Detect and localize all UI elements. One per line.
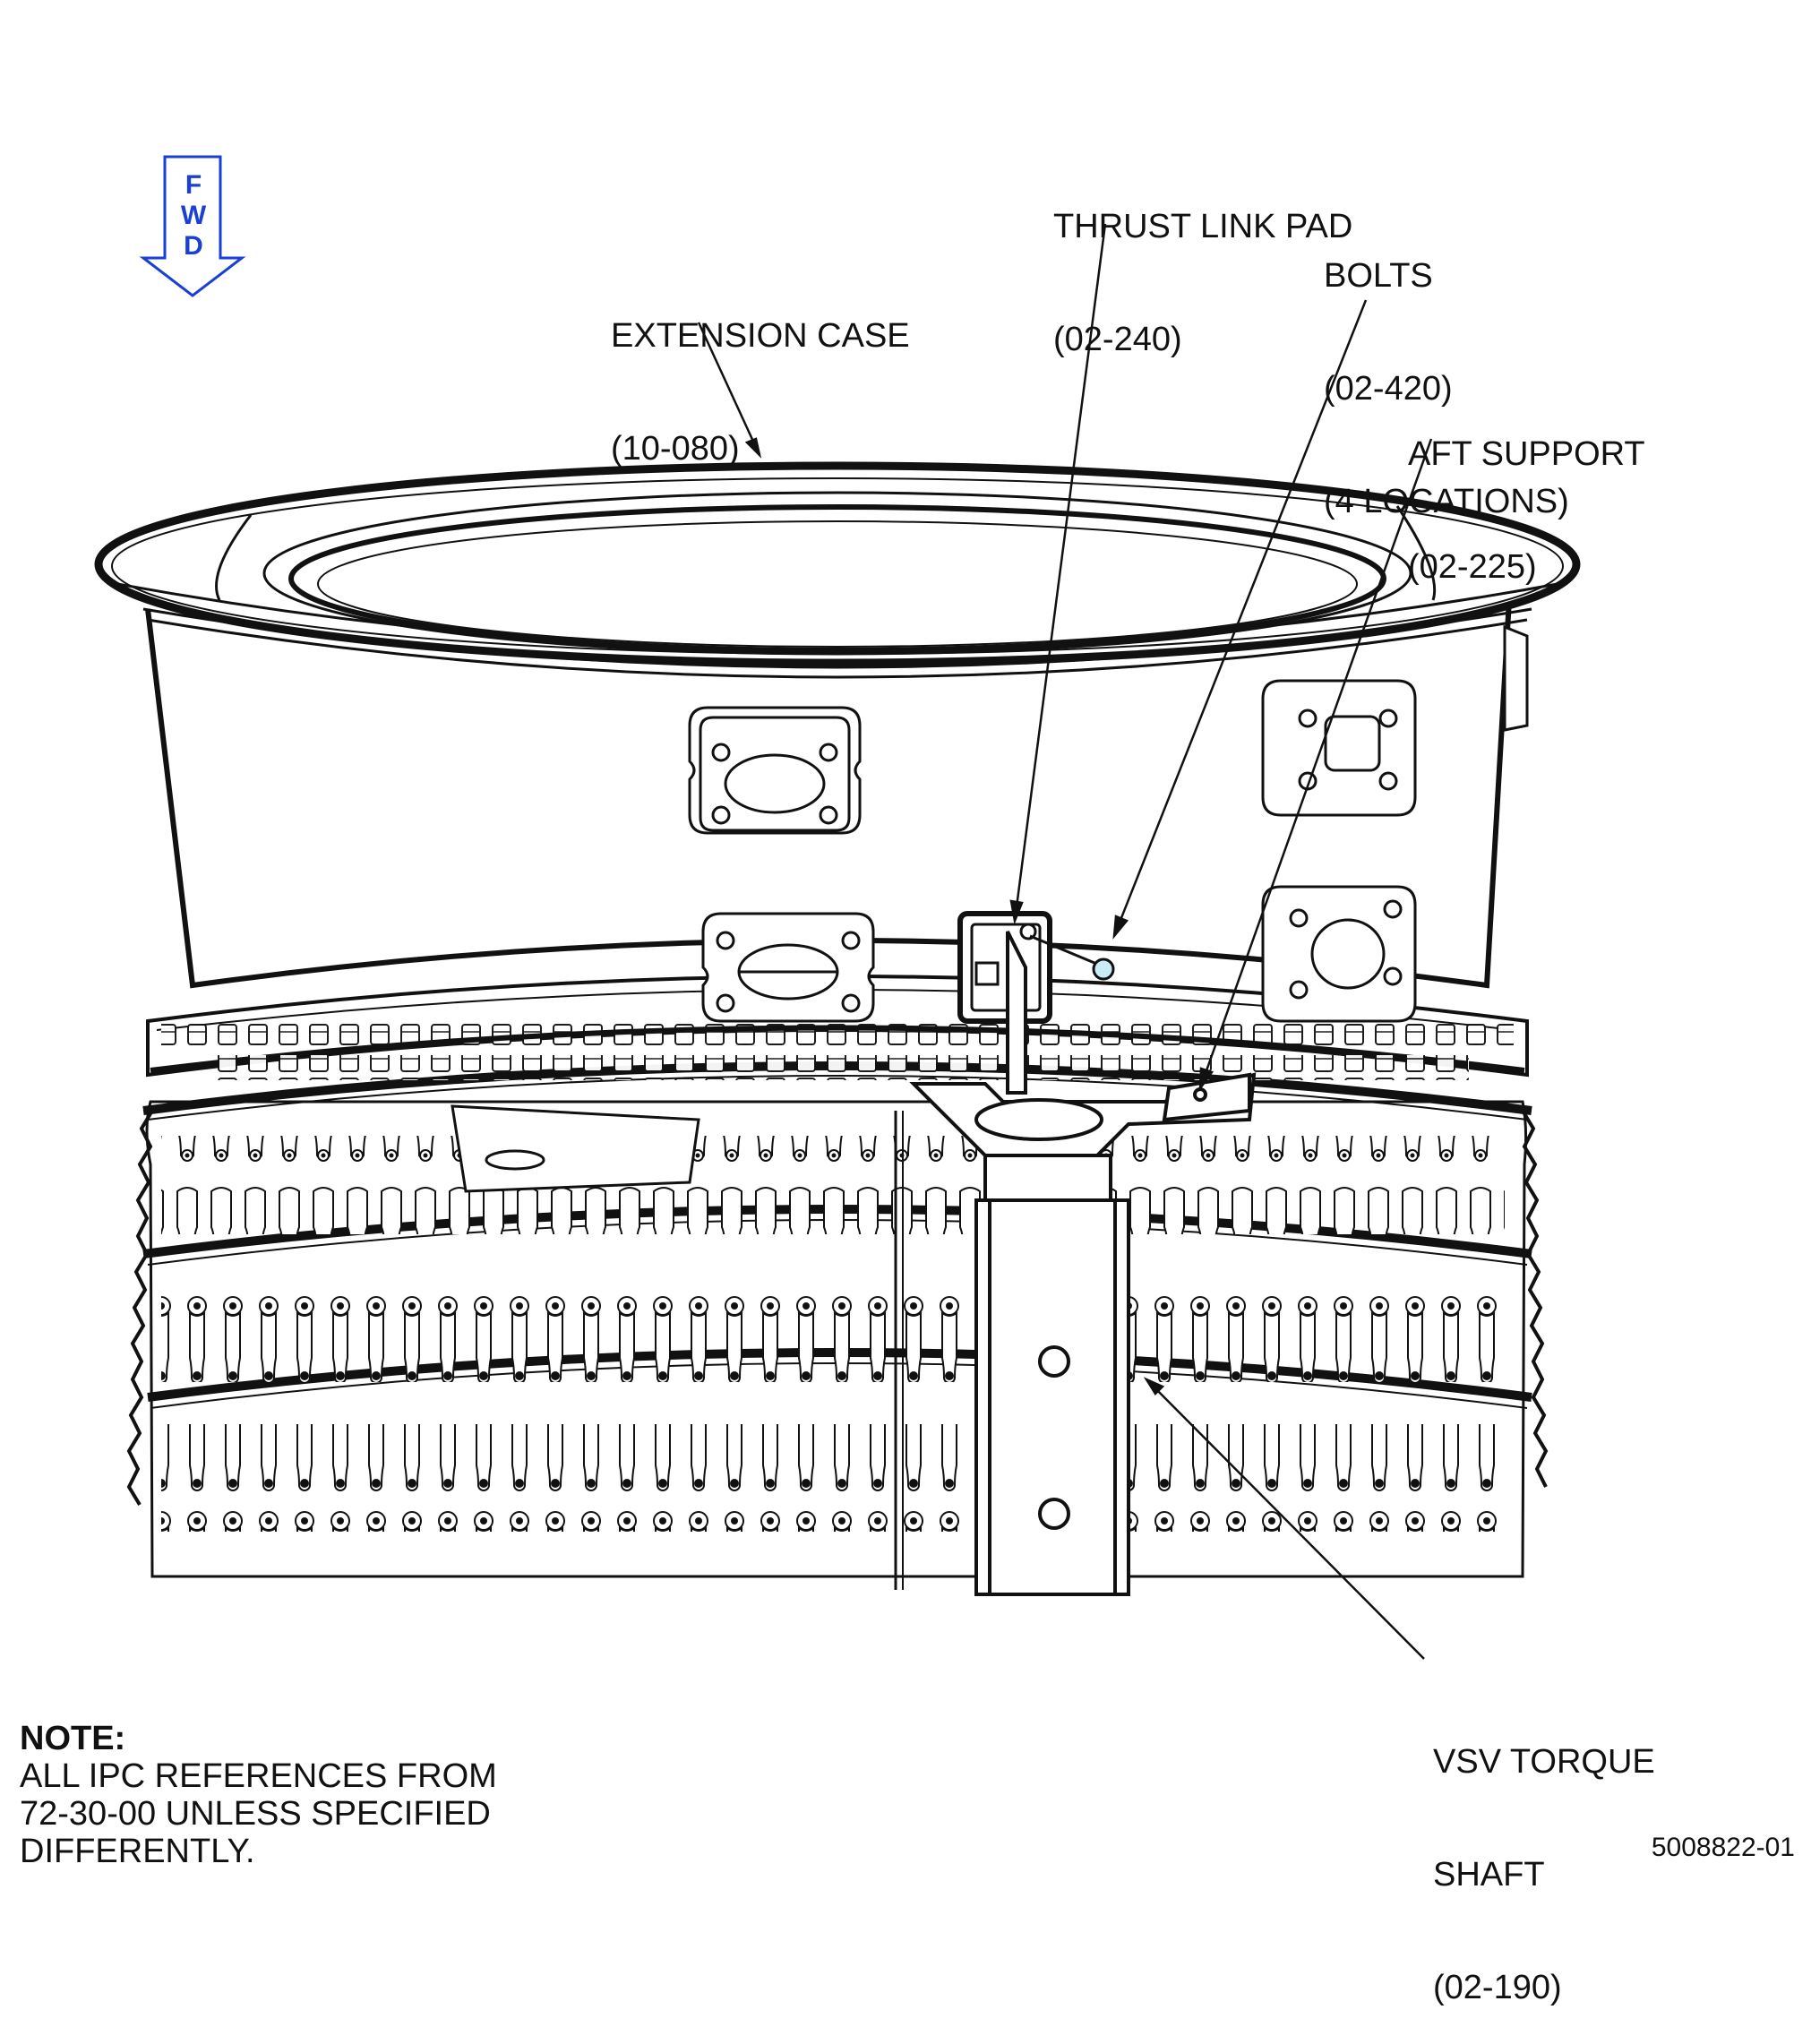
vsv-torque-shaft bbox=[909, 1072, 1257, 1596]
fwd-letter-f: F bbox=[185, 170, 202, 200]
callout-thrust-link-pad: THRUST LINK PAD (02-240) bbox=[1053, 133, 1352, 396]
callout-aft-support: AFT SUPPORT (02-225) bbox=[1408, 360, 1645, 623]
bolt-icon bbox=[1029, 934, 1115, 981]
case-ports bbox=[688, 679, 1417, 1023]
callout-line: EXTENSION CASE bbox=[611, 317, 910, 355]
callout-line: (02-190) bbox=[1433, 1969, 1562, 2006]
flange-ring bbox=[146, 975, 1529, 1080]
note-body: ALL IPC REFERENCES FROM 72-30-00 UNLESS … bbox=[20, 1757, 497, 1870]
callout-line: AFT SUPPORT bbox=[1408, 435, 1645, 473]
note-block: NOTE: ALL IPC REFERENCES FROM 72-30-00 U… bbox=[20, 1720, 497, 1870]
compressor-stages bbox=[126, 1061, 1549, 1590]
document-number: 5008822-01 bbox=[1651, 1833, 1795, 1862]
note-title: NOTE: bbox=[20, 1720, 126, 1757]
callout-vsv-torque-shaft: VSV TORQUE SHAFT (02-190) bbox=[1433, 1668, 1655, 2044]
fwd-label: F W D bbox=[179, 170, 208, 262]
callout-line: SHAFT bbox=[1433, 1856, 1545, 1894]
fwd-letter-w: W bbox=[180, 201, 207, 230]
callout-line: (4 LOCATIONS) bbox=[1324, 483, 1569, 520]
leader-lines bbox=[697, 223, 1433, 1660]
callout-line: (02-225) bbox=[1408, 548, 1537, 586]
callout-line: THRUST LINK PAD bbox=[1053, 208, 1353, 245]
callout-line: BOLTS bbox=[1324, 257, 1433, 295]
callout-bolts: BOLTS (02-420) (4 LOCATIONS) bbox=[1324, 182, 1569, 558]
callout-line: (10-080) bbox=[611, 430, 740, 468]
thrust-link-pad bbox=[957, 911, 1052, 1095]
callout-line: (02-240) bbox=[1053, 321, 1182, 358]
fwd-arrow-icon bbox=[139, 155, 246, 297]
callout-extension-case: EXTENSION CASE (10-080) bbox=[611, 242, 910, 505]
callout-line: VSV TORQUE bbox=[1433, 1743, 1655, 1781]
fwd-letter-d: D bbox=[184, 231, 203, 261]
aft-support-bracket bbox=[451, 1104, 700, 1193]
engine-case-illustration bbox=[94, 155, 1581, 1660]
callout-line: (02-420) bbox=[1324, 370, 1453, 408]
